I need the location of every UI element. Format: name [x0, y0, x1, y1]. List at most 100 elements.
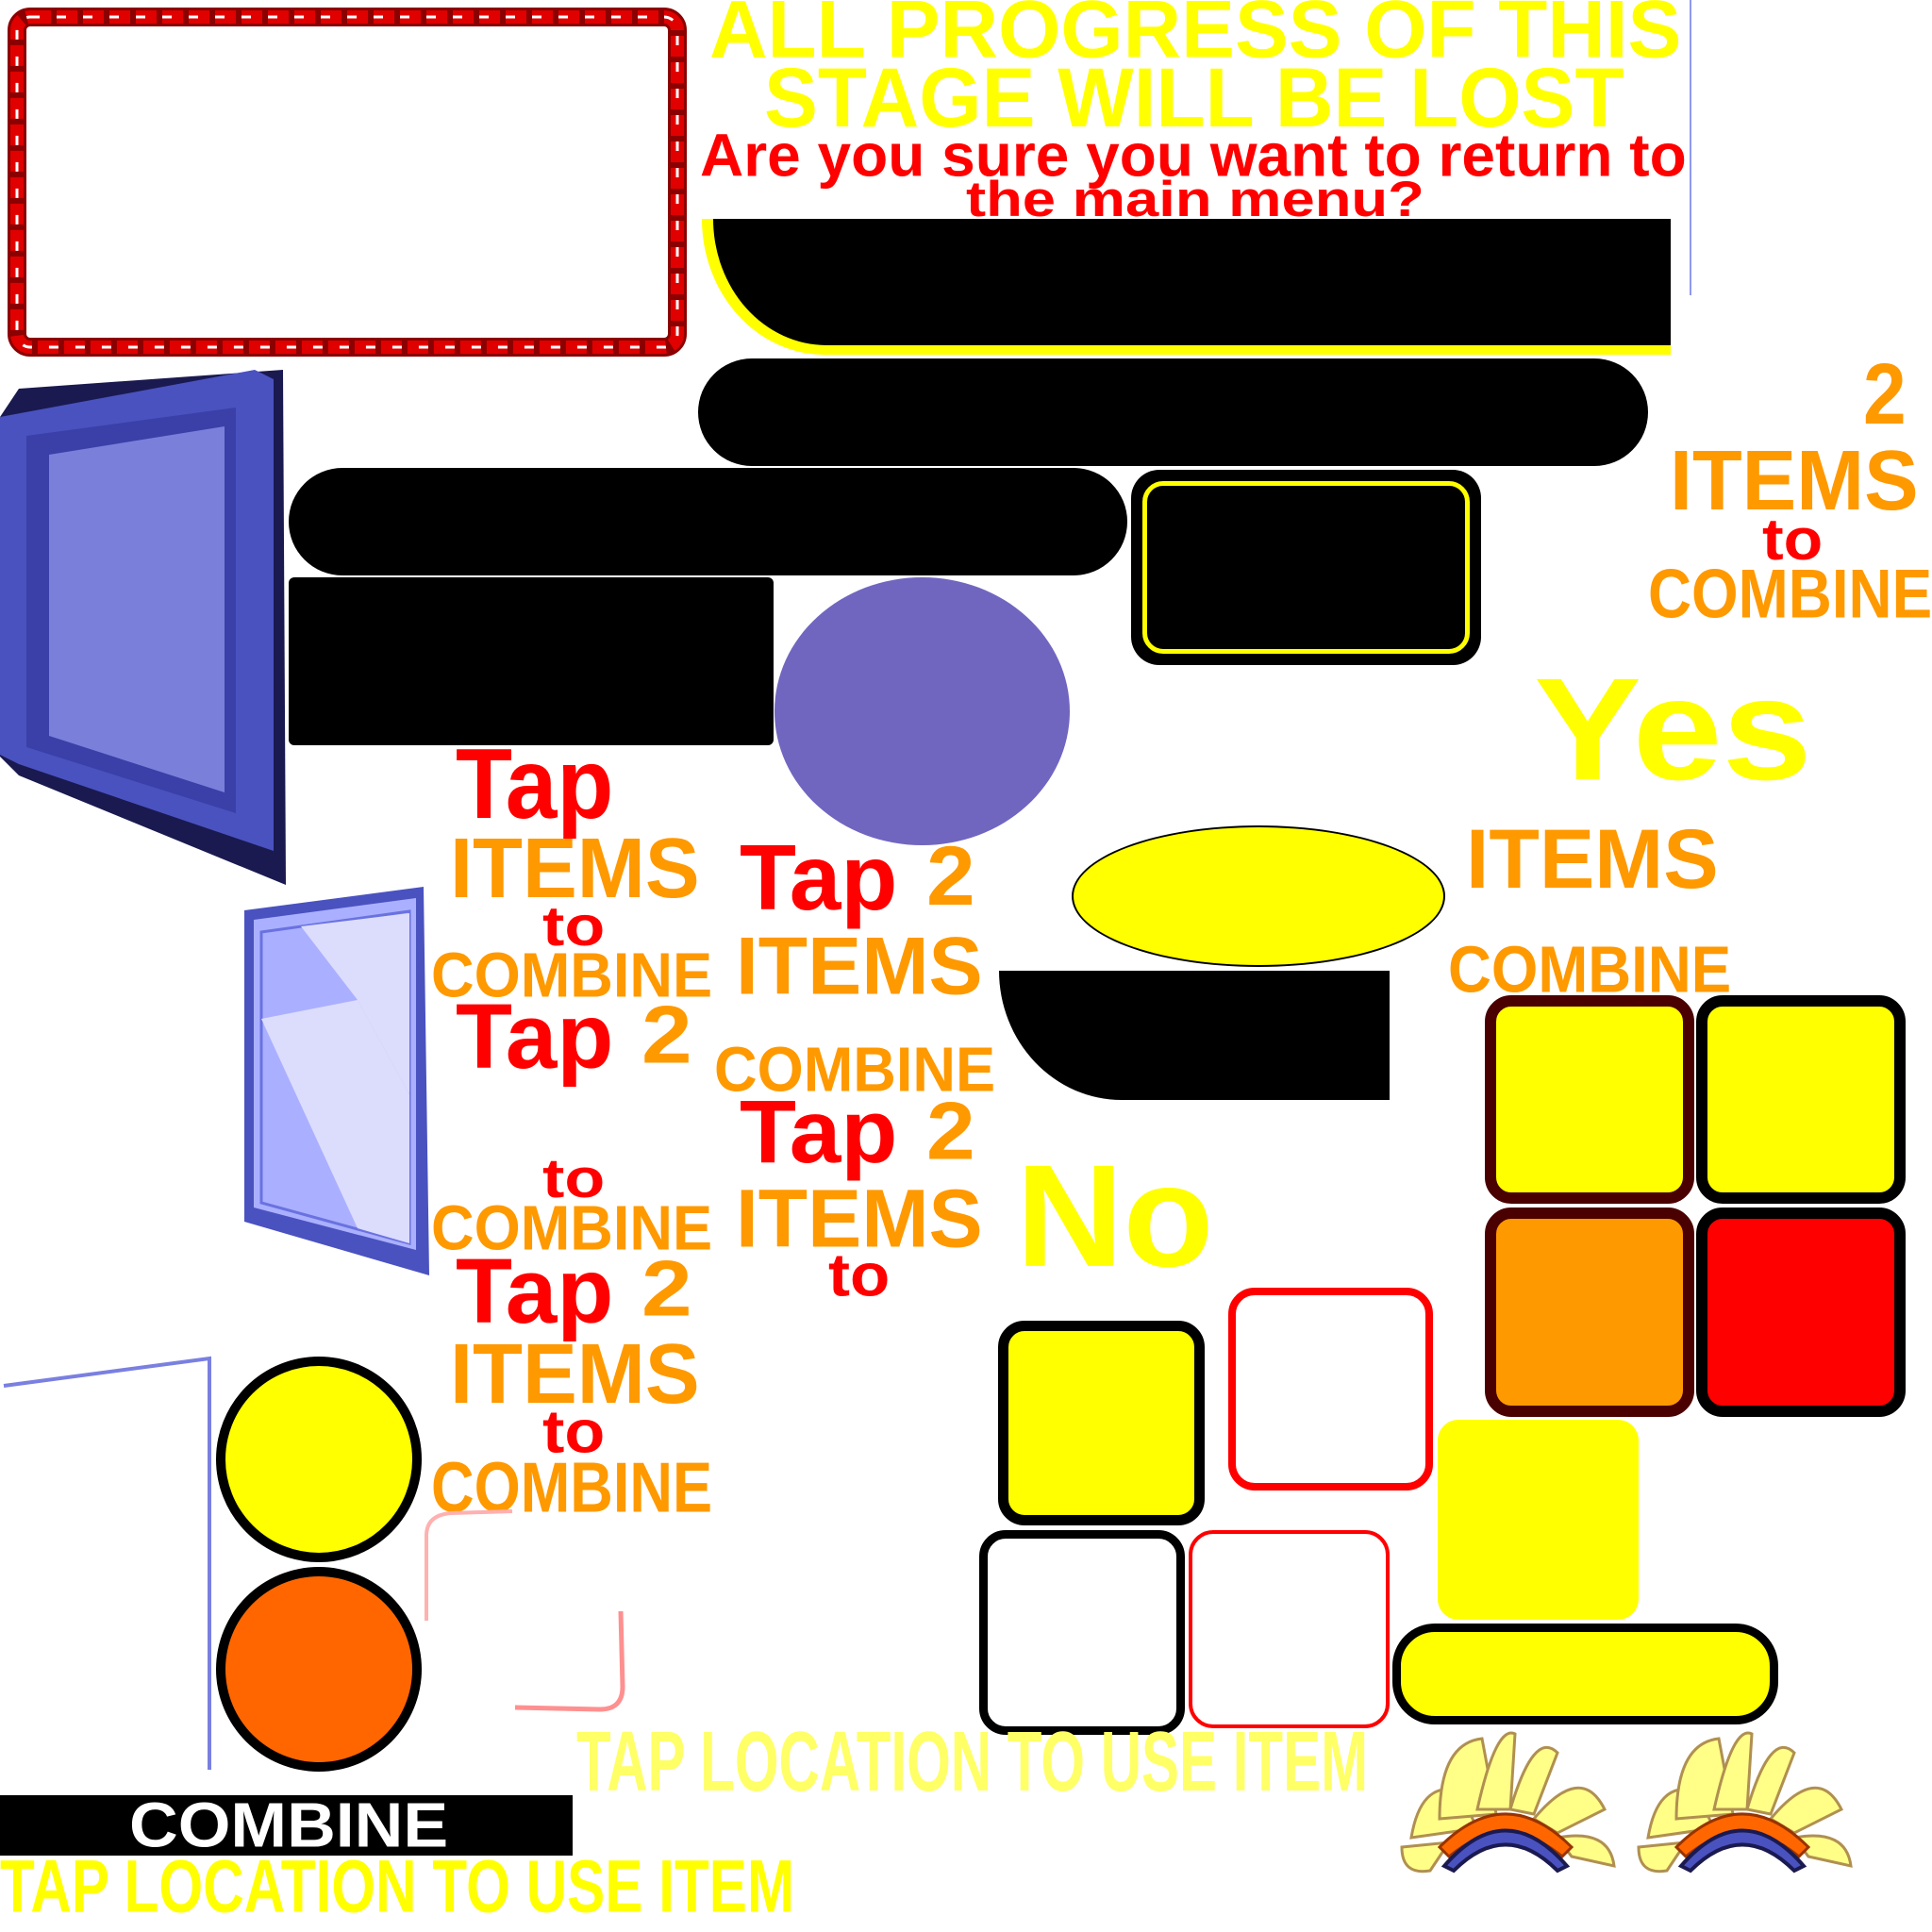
to-label-text: to: [828, 1241, 891, 1309]
items-label-text: ITEMS: [450, 1325, 700, 1423]
item-slot-empty-black[interactable]: [979, 1530, 1185, 1735]
highlight-box-inner: [1142, 481, 1470, 654]
glass-window-frame: [244, 887, 429, 1275]
title-banner: [713, 219, 1671, 345]
orange-circle-button[interactable]: [216, 1567, 422, 1772]
two-label-text: 2: [641, 989, 692, 1081]
tap-location-hint: TAP LOCATION TO USE ITEM: [0, 1844, 795, 1928]
highlight-box[interactable]: [1131, 470, 1481, 665]
no-label[interactable]: No: [1016, 1135, 1214, 1298]
tap-label-text: Tap: [740, 1082, 898, 1182]
to-label: to: [542, 894, 606, 958]
tap-location-hint-light: TAP LOCATION TO USE ITEM: [576, 1719, 1368, 1804]
combine-button-label-text: COMBINE: [129, 1790, 449, 1861]
items-label: ITEMS: [736, 1172, 983, 1265]
tap-label: Tap: [740, 825, 898, 930]
combine-label: COMBINE: [431, 940, 713, 1011]
two-label: 2: [926, 829, 975, 924]
to-label-text: to: [542, 1147, 606, 1209]
item-slot-yellow[interactable]: [1696, 995, 1906, 1204]
rope-frame: [8, 8, 687, 357]
headdress-icon: [1637, 1731, 1853, 1874]
item-slot-orange[interactable]: [1485, 1208, 1694, 1417]
two-label: 2: [641, 1244, 692, 1333]
black-pill-button-2[interactable]: [289, 468, 1127, 575]
combine-label-text: COMBINE: [431, 1448, 713, 1527]
yellow-circle-button[interactable]: [216, 1357, 422, 1562]
warning-line-1-text: ALL PROGRESS OF THIS: [709, 0, 1682, 75]
items-label: ITEMS: [736, 920, 983, 1012]
warning-line-2: STAGE WILL BE LOST: [764, 51, 1624, 145]
items-label-text: ITEMS: [736, 920, 983, 1012]
hint-to: to: [1762, 506, 1824, 573]
yes-label-text: Yes: [1534, 648, 1812, 811]
items-label-text: ITEMS: [736, 1172, 983, 1265]
tap-label-text: Tap: [456, 727, 614, 841]
to-label: to: [828, 1241, 891, 1309]
to-label-text: to: [542, 1398, 606, 1466]
item-slot-plain-yellow[interactable]: [1438, 1420, 1639, 1620]
black-tab-panel: [999, 971, 1390, 1100]
combine-label: COMBINE: [714, 1034, 996, 1106]
item-slot-red[interactable]: [1696, 1208, 1906, 1417]
combine-label: COMBINE: [1448, 933, 1732, 1007]
warning-line-1: ALL PROGRESS OF THIS: [709, 0, 1682, 75]
question-line-2-text: the main menu?: [966, 171, 1424, 227]
divider-line: [1690, 0, 1691, 295]
question-line-2: the main menu?: [966, 171, 1424, 227]
item-slot-empty-thin[interactable]: [1189, 1530, 1390, 1728]
yellow-pill-button[interactable]: [1392, 1624, 1778, 1724]
hint-combine-text: COMBINE: [1648, 555, 1932, 633]
combine-label-text: COMBINE: [1448, 933, 1732, 1007]
combine-label-text: COMBINE: [431, 1192, 713, 1264]
no-label-text: No: [1016, 1135, 1214, 1298]
to-label-text: to: [542, 894, 606, 958]
combine-label: COMBINE: [431, 1448, 713, 1527]
two-label-text: 2: [926, 829, 975, 924]
question-line-1: Are you sure you want to return to: [700, 122, 1687, 190]
blue-window-frame: [0, 370, 286, 885]
headdress-icon: [1400, 1731, 1616, 1874]
items-label: ITEMS: [1466, 812, 1719, 907]
combine-button[interactable]: COMBINE: [0, 1790, 573, 1861]
items-label: ITEMS: [450, 1325, 700, 1423]
warning-line-2-text: STAGE WILL BE LOST: [764, 51, 1624, 145]
hint-number-text: 2: [1863, 345, 1907, 443]
two-label-text: 2: [926, 1085, 975, 1177]
hint-items-text: ITEMS: [1670, 432, 1919, 529]
tap-label: Tap: [740, 1082, 898, 1182]
tap-label: Tap: [456, 1240, 614, 1343]
tap-label: Tap: [456, 985, 614, 1089]
combine-label-text: COMBINE: [714, 1034, 996, 1106]
hint-to-text: to: [1762, 506, 1824, 573]
yellow-ellipse-button[interactable]: [1072, 825, 1445, 967]
item-slot-yellow[interactable]: [998, 1321, 1205, 1525]
tap-label-text: Tap: [740, 825, 898, 930]
tap-label-text: Tap: [456, 1240, 614, 1343]
black-pill-button[interactable]: [698, 358, 1648, 466]
combine-label: COMBINE: [431, 1192, 713, 1264]
black-panel: [289, 577, 774, 745]
purple-circle-button[interactable]: [774, 577, 1070, 845]
item-slot-empty-red[interactable]: [1228, 1288, 1433, 1491]
to-label: to: [542, 1147, 606, 1209]
combine-button-label: COMBINE: [129, 1790, 449, 1861]
hint-items: ITEMS: [1670, 432, 1919, 529]
items-label-text: ITEMS: [1466, 812, 1719, 907]
feather-headdress-icons: [1400, 1731, 1853, 1874]
items-label-text: ITEMS: [450, 820, 700, 917]
tap-label: Tap: [456, 727, 614, 841]
blue-bracket-line: [3, 1356, 211, 1770]
hint-combine: COMBINE: [1648, 555, 1932, 633]
item-slot-yellow[interactable]: [1485, 995, 1694, 1204]
combine-label-text: COMBINE: [431, 940, 713, 1011]
yes-label[interactable]: Yes: [1534, 648, 1812, 811]
hint-number: 2: [1863, 345, 1907, 443]
tap-label-text: Tap: [456, 985, 614, 1089]
two-label-text: 2: [641, 1244, 692, 1333]
tap-location-hint-text: TAP LOCATION TO USE ITEM: [0, 1844, 795, 1928]
question-line-1-text: Are you sure you want to return to: [700, 122, 1687, 190]
pink-bracket-line: [425, 1509, 625, 1712]
to-label: to: [542, 1398, 606, 1466]
